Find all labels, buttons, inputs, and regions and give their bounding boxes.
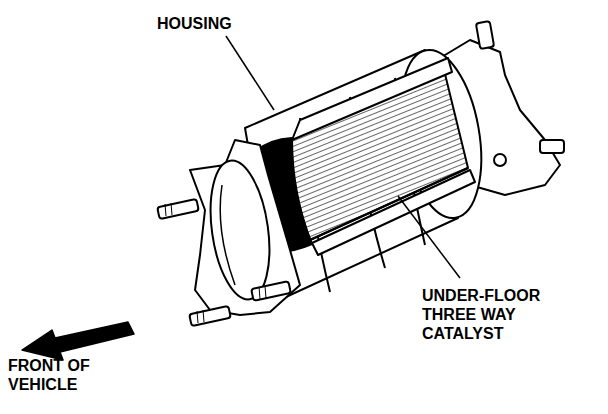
leader-line — [398, 196, 460, 278]
leader-line — [226, 36, 274, 110]
part-label: HOUSING — [157, 14, 297, 33]
part-label: UNDER-FLOOR THREE WAY CATALYST — [422, 286, 557, 343]
direction-arrow — [22, 322, 134, 360]
direction-label: FRONT OF VEHICLE — [8, 356, 126, 394]
